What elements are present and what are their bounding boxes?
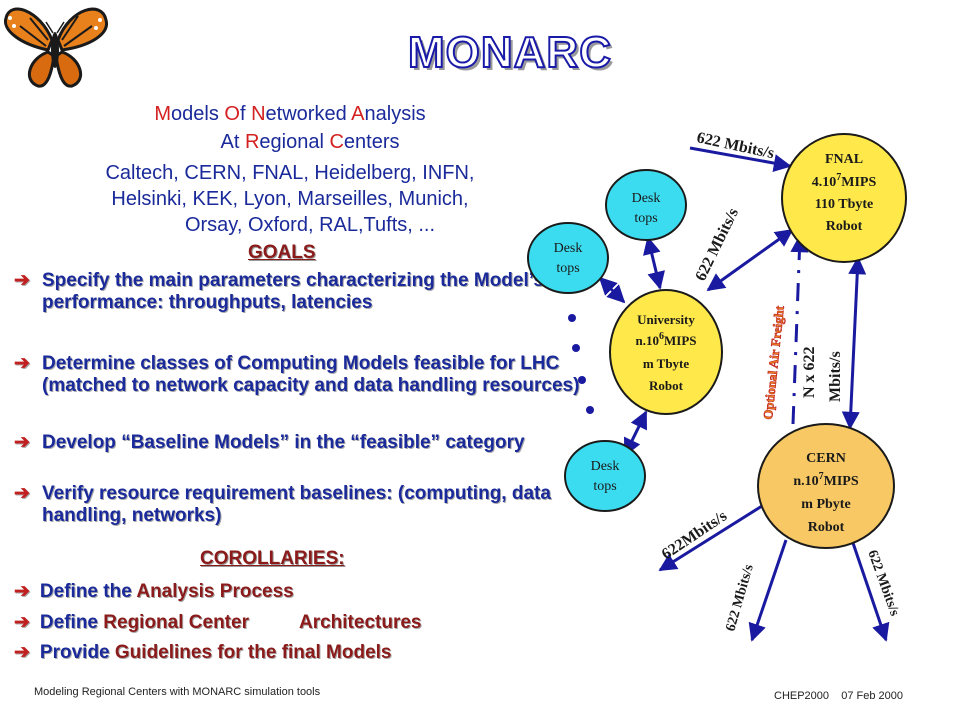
ellipsis-dot bbox=[578, 376, 586, 384]
ellipsis-dot bbox=[572, 344, 580, 352]
link-cern-bottom-left bbox=[748, 539, 788, 642]
link-cern-left bbox=[658, 504, 763, 572]
slide-title: MONARC bbox=[407, 27, 612, 78]
participants-line3: Orsay, Oxford, RAL,Tufts, ... bbox=[184, 214, 436, 236]
bullet-arrow-icon: ➔ bbox=[14, 270, 30, 291]
desktops-node-bottom bbox=[564, 440, 646, 512]
participants-line2: Helsinki, KEK, Lyon, Marseilles, Munich, bbox=[111, 188, 469, 210]
participants-line1: Caltech, CERN, FNAL, Heidelberg, INFN, bbox=[105, 162, 475, 184]
link-fnal-cern bbox=[841, 256, 867, 430]
cern-mips: n.107MIPS bbox=[793, 471, 859, 489]
desktops-label: tops bbox=[634, 211, 657, 226]
corollaries-heading: COROLLARIES: bbox=[200, 548, 345, 569]
link-label-optional-air-freight: Optional Air Freight bbox=[760, 304, 787, 420]
link-desk-left-univ bbox=[598, 276, 626, 304]
goal-item-1: ➔ Specify the main parameters characteri… bbox=[14, 270, 544, 313]
fnal-label: FNAL bbox=[825, 152, 863, 167]
desktops-node-top bbox=[605, 169, 687, 241]
university-storage: m Tbyte bbox=[643, 356, 690, 371]
desktops-label: tops bbox=[593, 479, 616, 494]
cern-storage: m Pbyte bbox=[801, 497, 850, 512]
bullet-arrow-icon: ➔ bbox=[14, 642, 30, 663]
ellipsis-dot bbox=[586, 406, 594, 414]
link-top bbox=[689, 146, 792, 172]
bullet-arrow-icon: ➔ bbox=[14, 353, 30, 374]
link-optional-air-freight bbox=[790, 234, 809, 425]
link-label-cern-left: 622Mbits/s bbox=[659, 507, 730, 563]
butterfly-logo bbox=[0, 0, 110, 92]
link-univ-fnal bbox=[706, 228, 794, 292]
goal-item-4: ➔ Verify resource requirement baselines:… bbox=[14, 483, 551, 526]
corollary-item-1: ➔Define the Analysis Process bbox=[14, 581, 294, 602]
footer-left: Modeling Regional Centers with MONARC si… bbox=[34, 686, 321, 698]
goal-item-2: ➔ Determine classes of Computing Models … bbox=[14, 353, 580, 396]
desktops-label: Desk bbox=[591, 459, 620, 474]
goal-item-3: ➔ Develop “Baseline Models” in the “feas… bbox=[14, 432, 525, 453]
ellipsis-dot bbox=[568, 314, 576, 322]
link-label-nx622: N x 622 bbox=[801, 346, 818, 398]
fnal-mips: 4.107MIPS bbox=[812, 172, 877, 190]
footer-right: CHEP2000 07 Feb 2000 bbox=[774, 690, 904, 702]
corollary-item-3: ➔Provide Guidelines for the final Models bbox=[14, 642, 392, 663]
cern-node bbox=[757, 423, 895, 549]
fnal-robot: Robot bbox=[826, 219, 863, 234]
bullet-arrow-icon: ➔ bbox=[14, 483, 30, 504]
link-cern-bottom-right bbox=[850, 539, 890, 642]
university-label: University bbox=[637, 312, 695, 327]
desktops-node-left bbox=[527, 222, 609, 294]
university-robot: Robot bbox=[649, 378, 684, 393]
bullet-arrow-icon: ➔ bbox=[14, 612, 30, 633]
fnal-node bbox=[781, 133, 907, 263]
link-label-cern-bottom-right: 622 Mbits/s bbox=[864, 548, 902, 618]
desktops-label: Desk bbox=[554, 241, 583, 256]
subtitle-line1: Models Of Networked Analysis bbox=[154, 103, 426, 125]
link-label-mbits: Mbits/s bbox=[827, 351, 844, 402]
cern-label: CERN bbox=[806, 451, 846, 466]
bullet-arrow-icon: ➔ bbox=[14, 432, 30, 453]
link-label-cern-bottom-left: 622 Mbits/s bbox=[723, 562, 757, 633]
desktops-label: Desk bbox=[632, 191, 661, 206]
desktops-label: tops bbox=[556, 261, 579, 276]
cern-robot: Robot bbox=[808, 520, 845, 535]
university-mips: n.106MIPS bbox=[636, 331, 697, 348]
link-desk-top-univ bbox=[643, 236, 665, 290]
bullet-arrow-icon: ➔ bbox=[14, 581, 30, 602]
fnal-storage: 110 Tbyte bbox=[815, 197, 873, 212]
goals-heading: GOALS bbox=[248, 242, 316, 263]
subtitle-line2: At Regional Centers bbox=[220, 131, 400, 153]
university-node bbox=[609, 289, 723, 415]
